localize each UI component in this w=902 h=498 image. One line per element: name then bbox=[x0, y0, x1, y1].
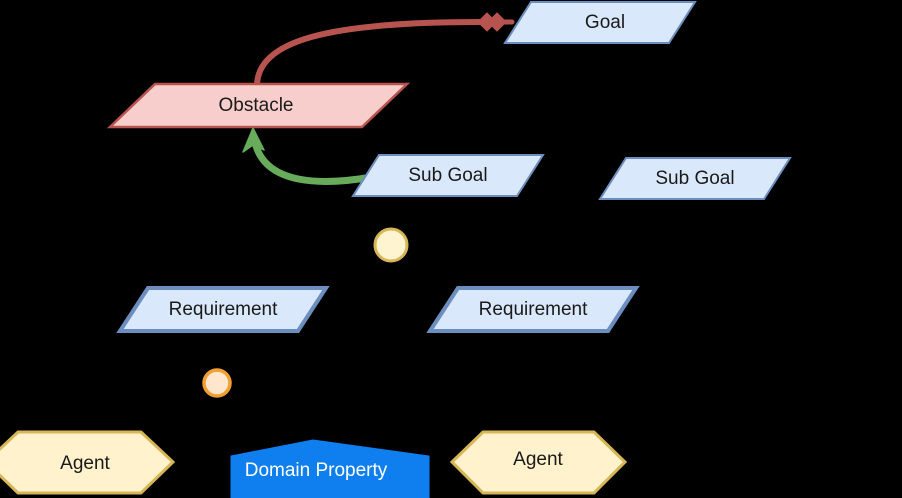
edge-layer bbox=[242, 12, 515, 185]
requirement-2-shape[interactable] bbox=[426, 286, 640, 333]
node-agent-2[interactable]: Agent bbox=[449, 430, 628, 495]
node-refinement-1[interactable] bbox=[373, 227, 409, 263]
node-sub-goal-2[interactable]: Sub Goal bbox=[598, 157, 792, 200]
node-obstacle[interactable]: Obstacle bbox=[106, 82, 411, 129]
node-requirement-1[interactable]: Requirement bbox=[116, 286, 330, 333]
requirement-1-shape[interactable] bbox=[116, 286, 330, 333]
resolution-edge-path[interactable] bbox=[252, 142, 376, 185]
resolution-edge[interactable] bbox=[242, 127, 376, 185]
resolution-arrowhead-icon bbox=[242, 127, 265, 153]
node-goal[interactable]: Goal bbox=[503, 0, 697, 44]
node-refinement-2[interactable] bbox=[202, 368, 232, 398]
goal-shape[interactable] bbox=[503, 0, 697, 44]
refinement-2-circle-icon[interactable] bbox=[202, 368, 232, 398]
sub-goal-1-shape[interactable] bbox=[351, 154, 545, 197]
node-layer: Goal Obstacle Sub Goal Sub Goal Requirem… bbox=[0, 0, 792, 498]
obstacle-shape[interactable] bbox=[106, 82, 411, 129]
domain-property-shape[interactable] bbox=[230, 439, 430, 498]
node-sub-goal-1[interactable]: Sub Goal bbox=[351, 154, 545, 197]
node-domain-property[interactable]: Domain Property bbox=[230, 439, 430, 498]
node-requirement-2[interactable]: Requirement bbox=[426, 286, 640, 333]
node-agent-1[interactable]: Agent bbox=[0, 430, 176, 495]
agent-1-shape[interactable] bbox=[0, 430, 176, 495]
agent-2-shape[interactable] bbox=[449, 430, 628, 495]
refinement-1-circle-icon[interactable] bbox=[373, 227, 409, 263]
obstruction-edge[interactable] bbox=[254, 12, 515, 89]
sub-goal-2-shape[interactable] bbox=[598, 157, 792, 200]
obstruction-edge-path[interactable] bbox=[254, 19, 483, 89]
